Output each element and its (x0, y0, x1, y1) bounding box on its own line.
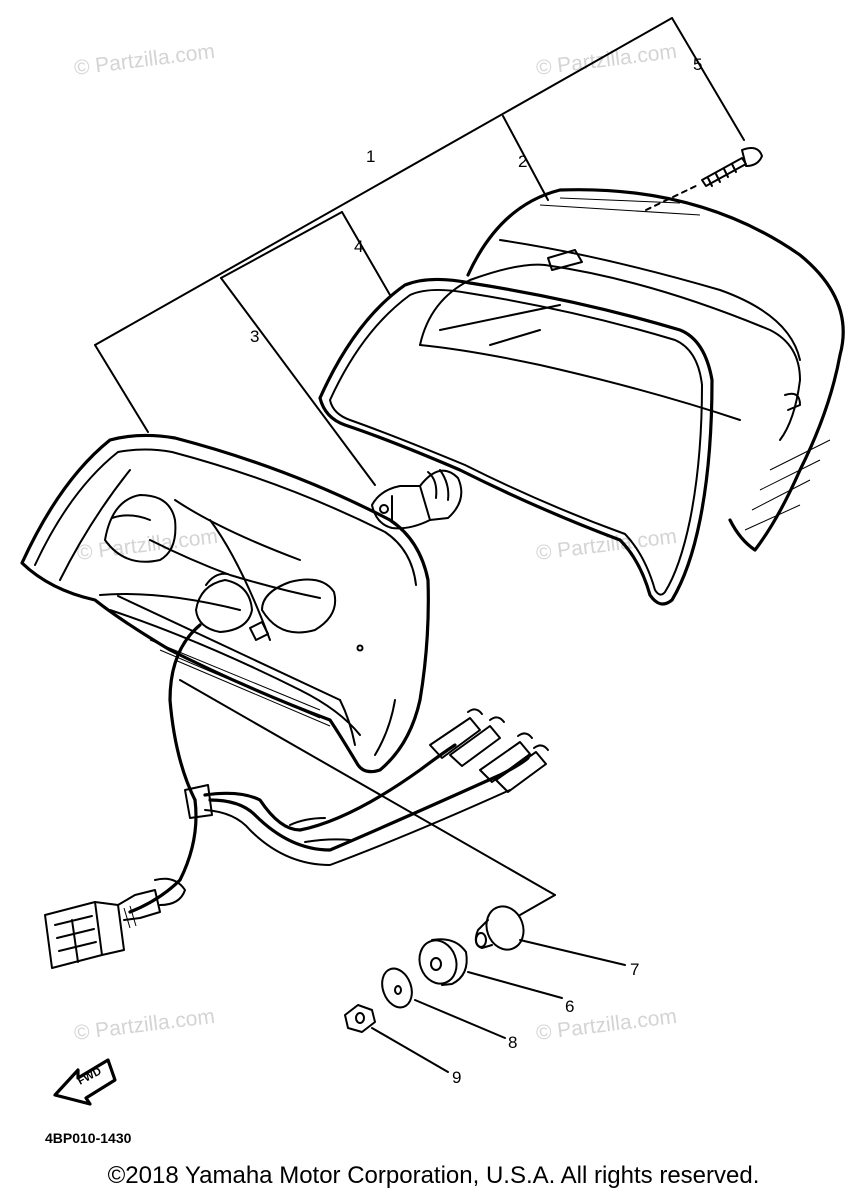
watermark-bottom-right: © Partzilla.com (535, 1005, 678, 1045)
lens-part-2 (419, 188, 845, 552)
callout-5: 5 (693, 55, 702, 74)
watermark-mid-left: © Partzilla.com (76, 525, 219, 565)
callout-4: 4 (354, 237, 363, 256)
wiring-harness (128, 623, 549, 914)
leader-lines (94, 17, 745, 1073)
callout-8: 8 (508, 1033, 517, 1052)
watermark-top-left: © Partzilla.com (73, 40, 216, 80)
callout-1: 1 (366, 147, 375, 166)
callout-3: 3 (250, 327, 259, 346)
forward-direction-arrow: FWD (53, 1058, 117, 1106)
diagram-part-number: 4BP010-1430 (45, 1130, 132, 1146)
watermark-mid-right: © Partzilla.com (535, 525, 678, 565)
nut-part-9 (344, 1004, 376, 1033)
gasket-part-4 (318, 277, 714, 606)
collar-part-7 (474, 905, 525, 951)
fwd-label: FWD (76, 1065, 104, 1087)
watermark-top-right: © Partzilla.com (535, 40, 678, 80)
callout-2: 2 (518, 152, 527, 171)
callout-6: 6 (565, 997, 574, 1016)
damper-part-6 (418, 938, 468, 986)
callout-7: 7 (630, 960, 639, 979)
screw-part-5 (645, 147, 763, 211)
wiring-connector (44, 889, 161, 969)
callout-9: 9 (452, 1068, 461, 1087)
watermark-bottom-left: © Partzilla.com (73, 1005, 216, 1045)
washer-part-8 (381, 967, 413, 1009)
copyright-notice: ©2018 Yamaha Motor Corporation, U.S.A. A… (107, 1162, 760, 1189)
bulb-part-3 (371, 469, 463, 530)
tail-light-housing (20, 433, 430, 774)
